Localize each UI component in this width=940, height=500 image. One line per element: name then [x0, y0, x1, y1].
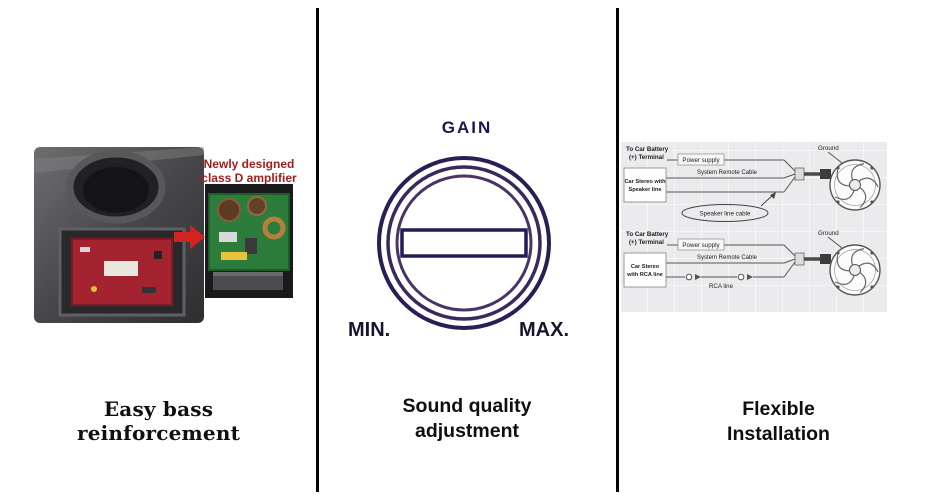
battery-label: (+) Terminal [629, 239, 664, 246]
rca-line-label: RCA line [709, 283, 734, 290]
wiring-diagram-rca-line: To Car Battery (+) Terminal Power supply… [623, 230, 881, 296]
speaker-cable-callout: Speaker line cable [681, 192, 776, 222]
caption-easy-bass: Easy bass reinforcement [0, 397, 317, 445]
caption-line: Easy bass [103, 397, 214, 421]
gain-knob-illustration [377, 156, 551, 330]
battery-label: To Car Battery [626, 146, 669, 153]
cable-connector [783, 244, 831, 278]
power-supply-label: Power supply [682, 157, 720, 164]
speaker-cable-label: Speaker line cable [700, 211, 751, 218]
annotation-line-1: Newly designed [203, 157, 295, 171]
max-label: MAX. [519, 319, 569, 341]
class-d-amplifier-photo [205, 184, 293, 298]
annotation-line-2: class D amplifier [201, 171, 297, 185]
rca-connectors: RCA line [666, 273, 784, 290]
subwoofer-enclosure-photo [34, 147, 204, 323]
gain-label: GAIN [441, 118, 493, 137]
caption-sound-quality: Sound quality adjustment [317, 394, 617, 444]
caption-line: Installation [727, 423, 830, 445]
subwoofer-illustration [829, 244, 881, 296]
panel-divider-left [316, 8, 319, 492]
cable-connector [783, 159, 831, 193]
subwoofer-illustration [829, 159, 881, 211]
stereo-box-label: Speaker line [629, 187, 662, 193]
battery-label: To Car Battery [626, 231, 669, 238]
wiring-diagram-speaker-line: To Car Battery (+) Terminal Power supply… [623, 145, 881, 222]
panel-divider-right [616, 8, 619, 492]
stereo-box-label: Car Stereo [631, 264, 660, 270]
stereo-box-label: with RCA line [626, 272, 663, 278]
caption-line: adjustment [414, 420, 519, 442]
red-arrow-icon [174, 225, 205, 249]
ground-label: Ground [818, 145, 839, 152]
min-label: MIN. [348, 319, 391, 341]
caption-flexible-installation: Flexible Installation [617, 397, 940, 447]
power-supply-label: Power supply [682, 242, 720, 249]
caption-line: Sound quality [402, 395, 532, 417]
caption-line: reinforcement [76, 421, 241, 445]
stereo-box-label: Car Stereo with [624, 179, 666, 185]
amplifier-annotation: Newly designed class D amplifier [196, 157, 302, 185]
ground-label: Ground [818, 230, 839, 237]
caption-line: Flexible [742, 398, 815, 420]
remote-cable-label: System Remote Cable [697, 255, 758, 261]
remote-cable-label: System Remote Cable [697, 170, 758, 176]
wiring-diagram: To Car Battery (+) Terminal Power supply… [621, 142, 887, 312]
battery-label: (+) Terminal [629, 154, 664, 161]
